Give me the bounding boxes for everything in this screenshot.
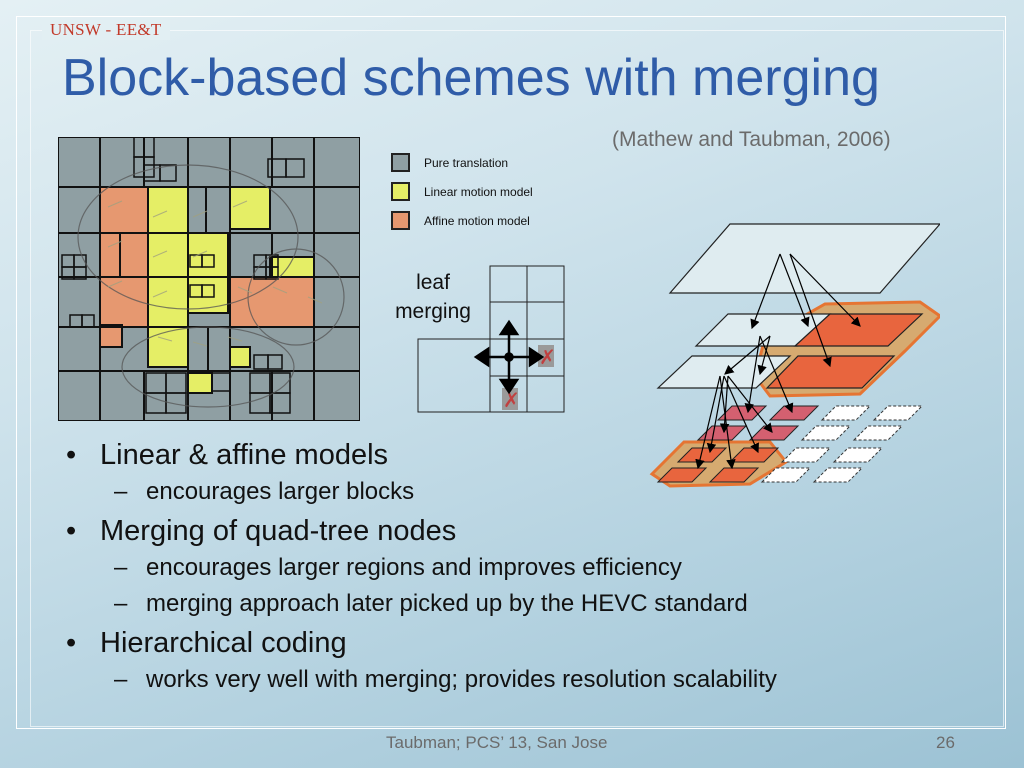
brand-label: UNSW - EE&T: [42, 20, 170, 40]
slide-border-outer: [16, 16, 1006, 729]
slide-border-inner: [30, 30, 1004, 727]
sub-bullet-item: encourages larger regions and improves e…: [100, 550, 946, 586]
citation: (Mathew and Taubman, 2006): [612, 128, 891, 151]
leaf-merging-diagram: ✗ ✗: [417, 265, 565, 413]
sub-bullet-list: works very well with merging; provides r…: [100, 662, 946, 698]
quadtree-region-outlines: [77, 164, 345, 408]
sub-bullet-item: works very well with merging; provides r…: [100, 662, 946, 698]
legend-item-pure-translation: Pure translation: [391, 148, 533, 177]
quadtree-figure: [58, 137, 360, 421]
leaf-grid: [417, 265, 565, 413]
reject-mark-icon: ✗: [539, 345, 556, 369]
legend-swatch-affine-motion: [391, 211, 410, 230]
quadtree-small-cells: [61, 137, 305, 414]
legend-item-affine-motion: Affine motion model: [391, 206, 533, 235]
leaf-label-line: merging: [395, 300, 471, 323]
bullet-list: Linear & affine models encourages larger…: [66, 436, 946, 700]
leaf-label-line: leaf: [416, 271, 450, 294]
sub-bullet-item: merging approach later picked up by the …: [100, 586, 946, 622]
rejected-merge-right: [538, 345, 554, 367]
sub-bullet-item: encourages larger blocks: [100, 474, 946, 510]
legend-swatch-pure-translation: [391, 153, 410, 172]
block-mid-1-orange: [793, 313, 924, 347]
bullet-item: Linear & affine models encourages larger…: [66, 436, 946, 510]
rejected-merge-down: [502, 388, 518, 410]
layer-mid-2: [656, 355, 792, 389]
merge-arrows: [473, 319, 545, 395]
bullet-item: Merging of quad-tree nodes encourages la…: [66, 512, 946, 622]
bullet-text: Linear & affine models: [100, 439, 389, 471]
layer-top: [668, 223, 940, 294]
legend-label: Pure translation: [424, 155, 509, 170]
page-number: 26: [936, 733, 955, 752]
bullet-text: Merging of quad-tree nodes: [100, 515, 457, 547]
reject-mark-icon: ✗: [503, 388, 520, 412]
sub-bullet-list: encourages larger regions and improves e…: [100, 550, 946, 622]
bullet-text: Hierarchical coding: [100, 627, 347, 659]
legend-item-linear-motion: Linear motion model: [391, 177, 533, 206]
leaf-merging-label: leaf merging: [380, 268, 486, 326]
motion-model-legend: Pure translation Linear motion model Aff…: [391, 148, 533, 235]
slide-title: Block-based schemes with merging: [62, 49, 880, 107]
legend-label: Affine motion model: [424, 213, 530, 228]
sub-bullet-list: encourages larger blocks: [100, 474, 946, 510]
motion-arrows: [107, 200, 323, 347]
block-mid-2-orange: [765, 355, 896, 389]
bullet-item: Hierarchical coding works very well with…: [66, 624, 946, 698]
legend-swatch-linear-motion: [391, 182, 410, 201]
footer-text: Taubman; PCS’ 13, San Jose: [386, 733, 608, 752]
fine-blocks-red: [696, 405, 820, 441]
legend-label: Linear motion model: [424, 184, 533, 199]
